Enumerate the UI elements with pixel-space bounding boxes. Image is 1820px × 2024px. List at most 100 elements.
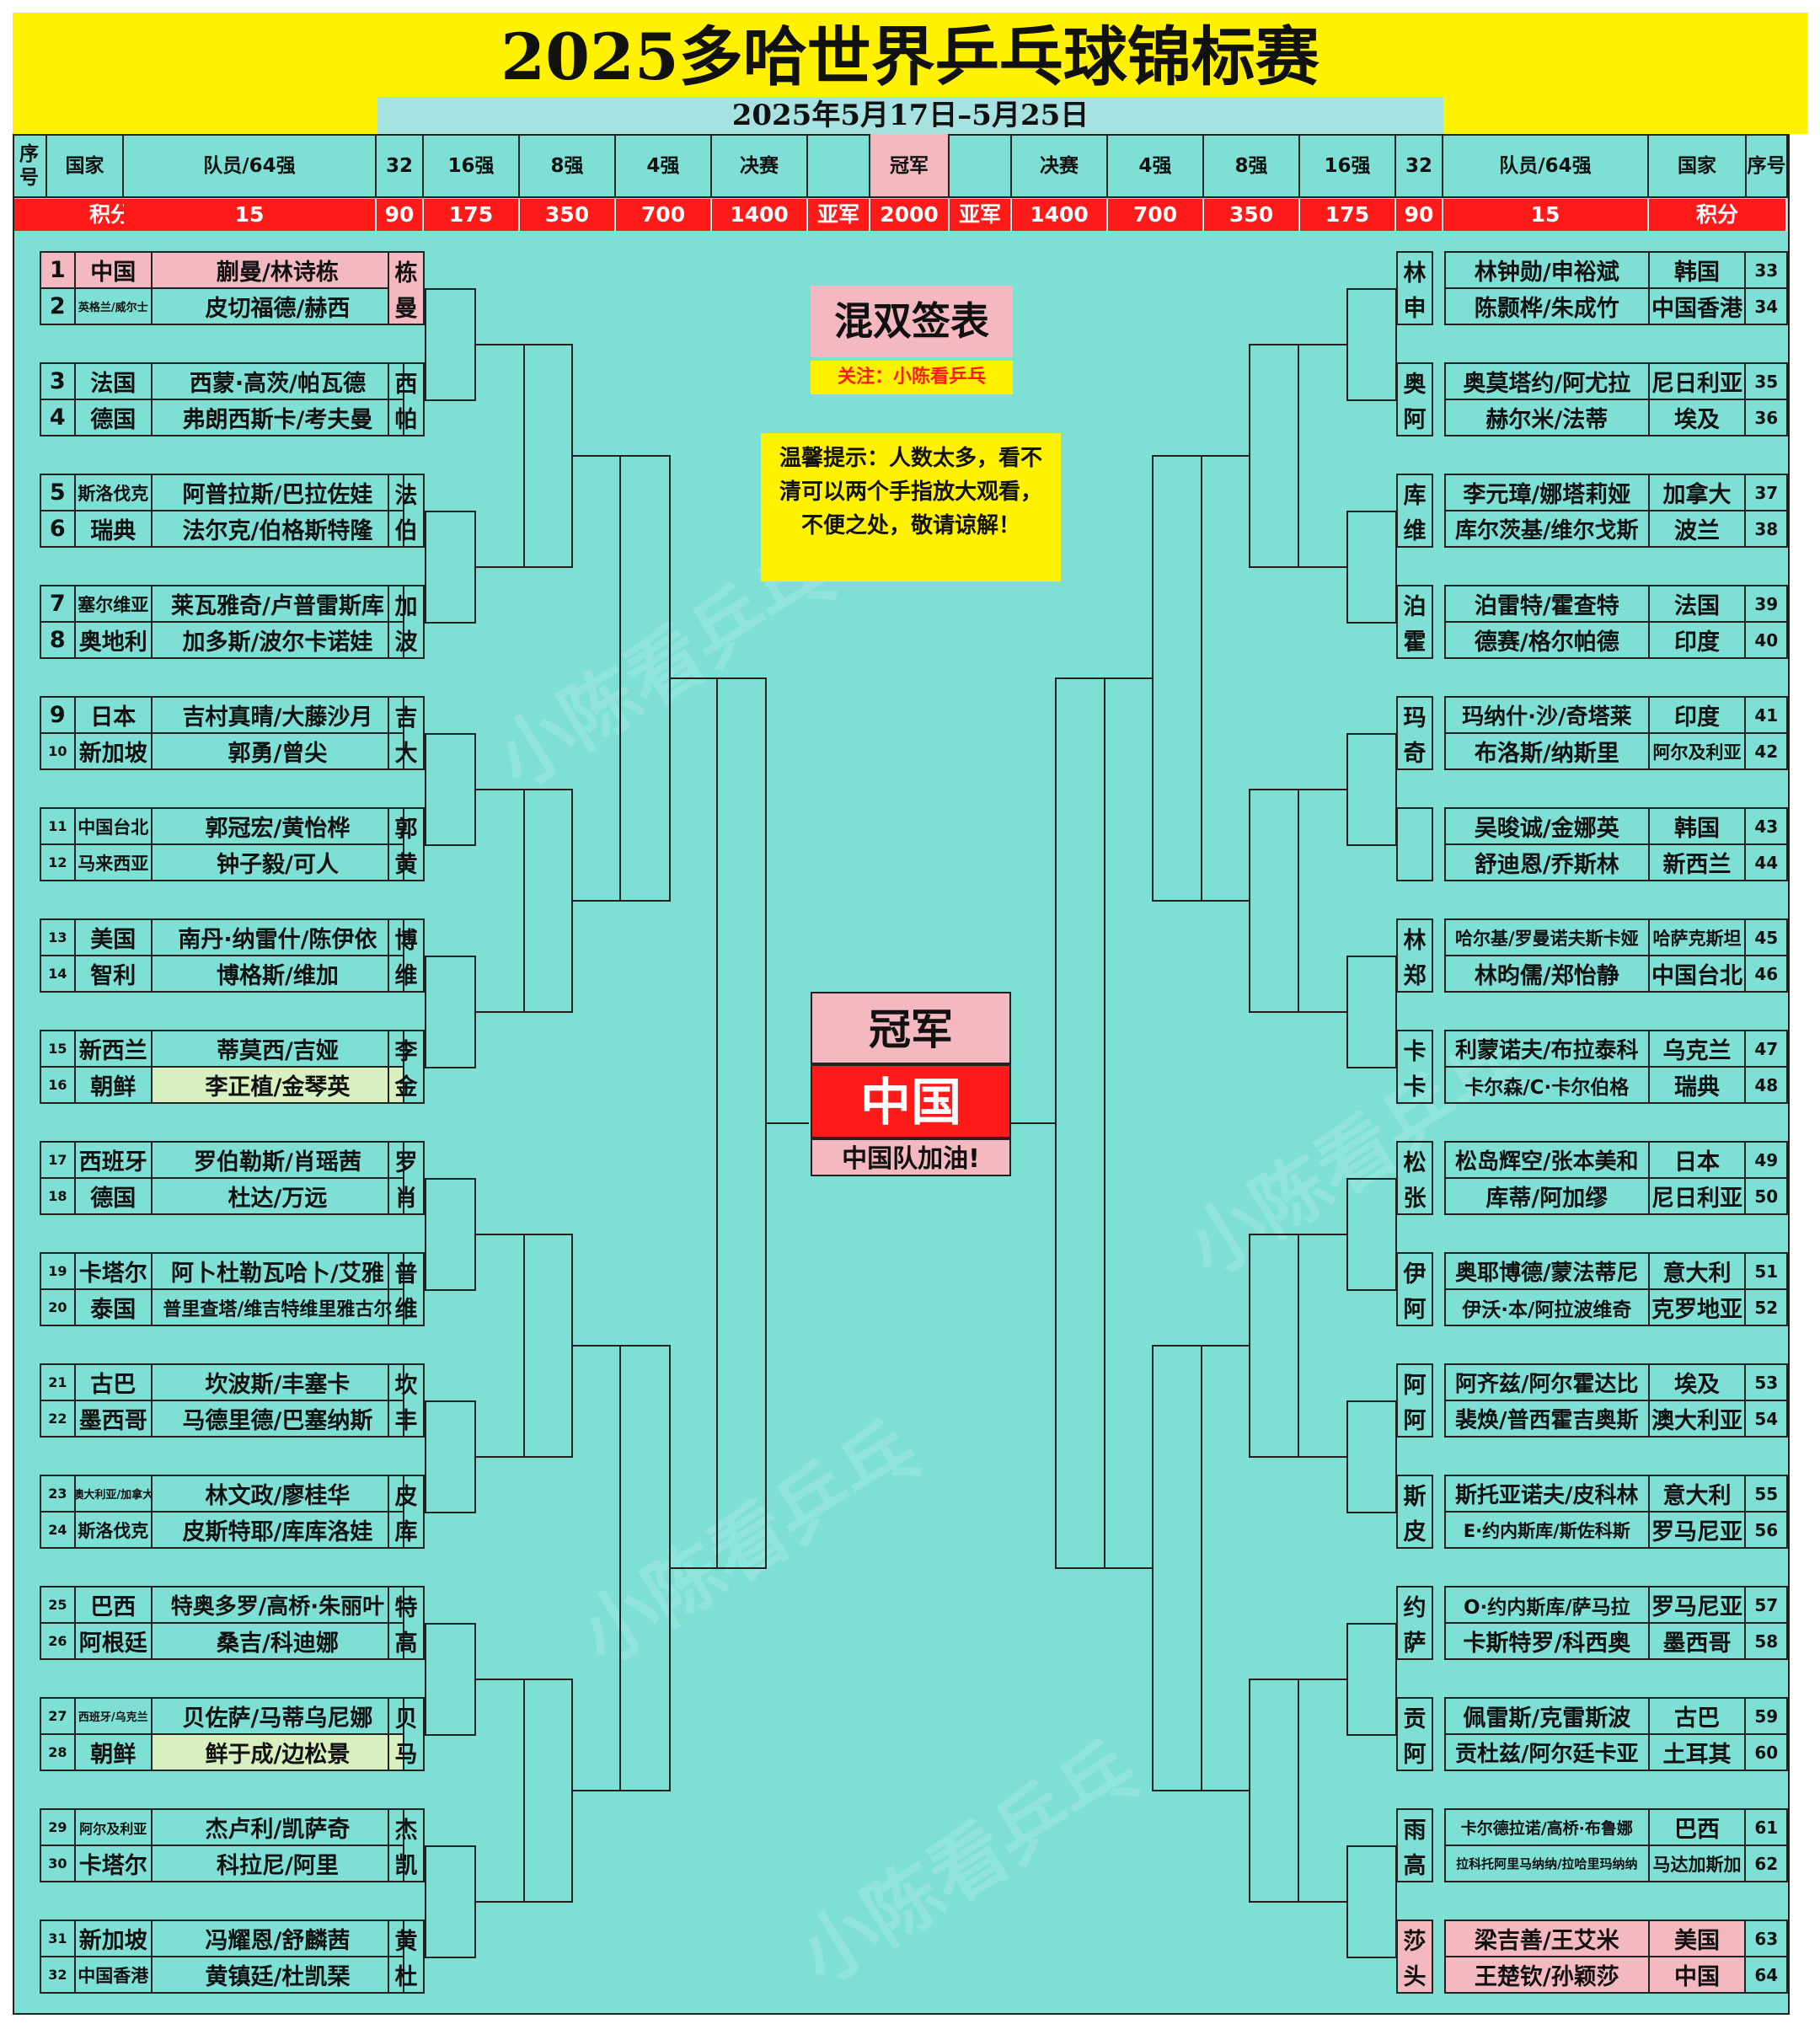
entry-country: 德国 bbox=[76, 400, 153, 435]
bracket-line bbox=[523, 1011, 571, 1013]
entry-seq: 33 bbox=[1754, 260, 1779, 281]
entry-country: 克罗地亚 bbox=[1650, 1290, 1747, 1325]
entry-seq: 3 bbox=[41, 364, 76, 399]
bracket-line bbox=[716, 677, 765, 679]
header-r8-left: 8强 bbox=[520, 134, 616, 197]
r32-winner-name: 西 bbox=[394, 371, 418, 398]
entry-country: 西班牙 bbox=[76, 1143, 153, 1177]
entry-players: 阿普拉斯/巴拉佐娃 bbox=[182, 482, 373, 508]
header-r32-left: 32 bbox=[377, 134, 424, 197]
bracket-line bbox=[1395, 288, 1397, 401]
r32-winner-name: 张 bbox=[1403, 1185, 1427, 1212]
r32-winner-name: 罗 bbox=[394, 1149, 418, 1176]
entry-seq: 54 bbox=[1754, 1408, 1779, 1429]
bracket-line bbox=[1346, 1400, 1348, 1513]
bracket-line bbox=[1346, 1512, 1395, 1513]
bracket-line bbox=[1104, 677, 1152, 679]
entry-country: 阿根廷 bbox=[76, 1624, 153, 1658]
r32-winner-name: 凯 bbox=[394, 1852, 418, 1879]
points-champion: 2000 bbox=[870, 199, 950, 231]
entry-players: 梁吉善/王艾米 bbox=[1446, 1921, 1650, 1956]
entry-seq: 11 bbox=[41, 809, 76, 843]
bracket-line bbox=[523, 1901, 571, 1903]
entry-seq: 14 bbox=[41, 956, 76, 991]
right-r32-pair: 斯皮 bbox=[1396, 1475, 1433, 1549]
left-r32-pair: 吉大 bbox=[388, 696, 425, 770]
entry-country: 瑞典 bbox=[1650, 1068, 1747, 1102]
bracket-line bbox=[1346, 1734, 1395, 1736]
bracket-line bbox=[1249, 1901, 1298, 1903]
entry-country: 墨西哥 bbox=[1650, 1624, 1747, 1658]
r32-winner-name: 马 bbox=[394, 1741, 418, 1768]
entry-country: 新加坡 bbox=[76, 1921, 153, 1956]
bracket-line bbox=[474, 344, 523, 345]
r32-winner-name: 坎 bbox=[394, 1372, 418, 1399]
entry-players: 布洛斯/纳斯里 bbox=[1446, 734, 1650, 768]
bracket-line bbox=[523, 1456, 571, 1458]
bracket-line bbox=[425, 1178, 426, 1291]
bracket-line bbox=[619, 1790, 669, 1791]
entry-country: 马来西亚 bbox=[76, 845, 153, 880]
left-r32-pair: 李金 bbox=[388, 1030, 425, 1104]
bracket-line bbox=[1395, 1400, 1397, 1513]
right-r32-pair: 玛奇 bbox=[1396, 696, 1433, 770]
entry-seq: 37 bbox=[1754, 482, 1779, 503]
entry-players: 拉科托阿里马纳纳/拉哈里玛纳纳 bbox=[1446, 1846, 1650, 1881]
bracket-line bbox=[425, 1734, 474, 1736]
r32-winner-name: 奥 bbox=[1403, 371, 1427, 398]
entry-seq: 6 bbox=[41, 511, 76, 546]
entry-seq: 58 bbox=[1754, 1630, 1779, 1652]
right-r32-pair bbox=[1396, 807, 1433, 881]
entry-players: 利蒙诺夫/布拉泰科 bbox=[1446, 1031, 1650, 1066]
bracket-line bbox=[1201, 1345, 1249, 1347]
header-country-right: 国家 bbox=[1649, 134, 1747, 197]
points-r4-right: 700 bbox=[1108, 199, 1204, 231]
entry-country: 卡塔尔 bbox=[76, 1254, 153, 1288]
r32-winner-name: 曼 bbox=[394, 295, 418, 322]
bracket-line bbox=[1298, 1456, 1346, 1458]
bracket-line bbox=[425, 1845, 474, 1847]
bracket-line bbox=[1346, 1845, 1348, 1958]
entry-players: 卡斯特罗/科西奥 bbox=[1446, 1624, 1650, 1658]
entry-players: 李元璋/娜塔莉娅 bbox=[1446, 475, 1650, 510]
bracket-line bbox=[619, 1345, 669, 1347]
entry-country: 奥地利 bbox=[76, 623, 153, 657]
entry-players: 裴焕/普西霍吉奥斯 bbox=[1446, 1401, 1650, 1436]
header-champion: 冠军 bbox=[870, 134, 950, 197]
bracket-line bbox=[1152, 455, 1154, 902]
bracket-line bbox=[425, 288, 426, 401]
bracket-line bbox=[1249, 344, 1298, 345]
entry-players: 郭冠宏/黄怡桦 bbox=[205, 816, 351, 842]
right-r32-pair: 林申 bbox=[1396, 251, 1433, 325]
bracket-line bbox=[425, 1957, 474, 1958]
bracket-line bbox=[571, 1345, 619, 1347]
cheer-text: 中国队加油! bbox=[811, 1138, 1011, 1176]
r32-winner-name: 高 bbox=[1403, 1852, 1427, 1879]
entry-country: 泰国 bbox=[76, 1290, 153, 1325]
r32-winner-name: 李 bbox=[394, 1038, 418, 1065]
r32-winner-name: 郭 bbox=[394, 816, 418, 843]
r32-winner-name: 林 bbox=[1403, 927, 1427, 954]
r32-winner-name: 阿 bbox=[1403, 1296, 1427, 1323]
entry-players: 伊沃·本/阿拉波维奇 bbox=[1446, 1290, 1650, 1325]
entry-seq: 2 bbox=[41, 289, 76, 324]
bracket-line bbox=[425, 956, 474, 957]
bracket-line bbox=[1346, 288, 1348, 401]
entry-players: 阿齐兹/阿尔霍达比 bbox=[1446, 1365, 1650, 1400]
r32-winner-name: 帕 bbox=[394, 406, 418, 433]
entry-players: 松岛辉空/张本美和 bbox=[1446, 1143, 1650, 1177]
r32-winner-name: 莎 bbox=[1403, 1928, 1427, 1955]
right-r32-pair: 约萨 bbox=[1396, 1586, 1433, 1660]
entry-seq: 30 bbox=[41, 1846, 76, 1881]
bracket-line bbox=[1395, 956, 1397, 1068]
bracket-line bbox=[474, 1901, 523, 1903]
bracket-line bbox=[523, 789, 571, 790]
